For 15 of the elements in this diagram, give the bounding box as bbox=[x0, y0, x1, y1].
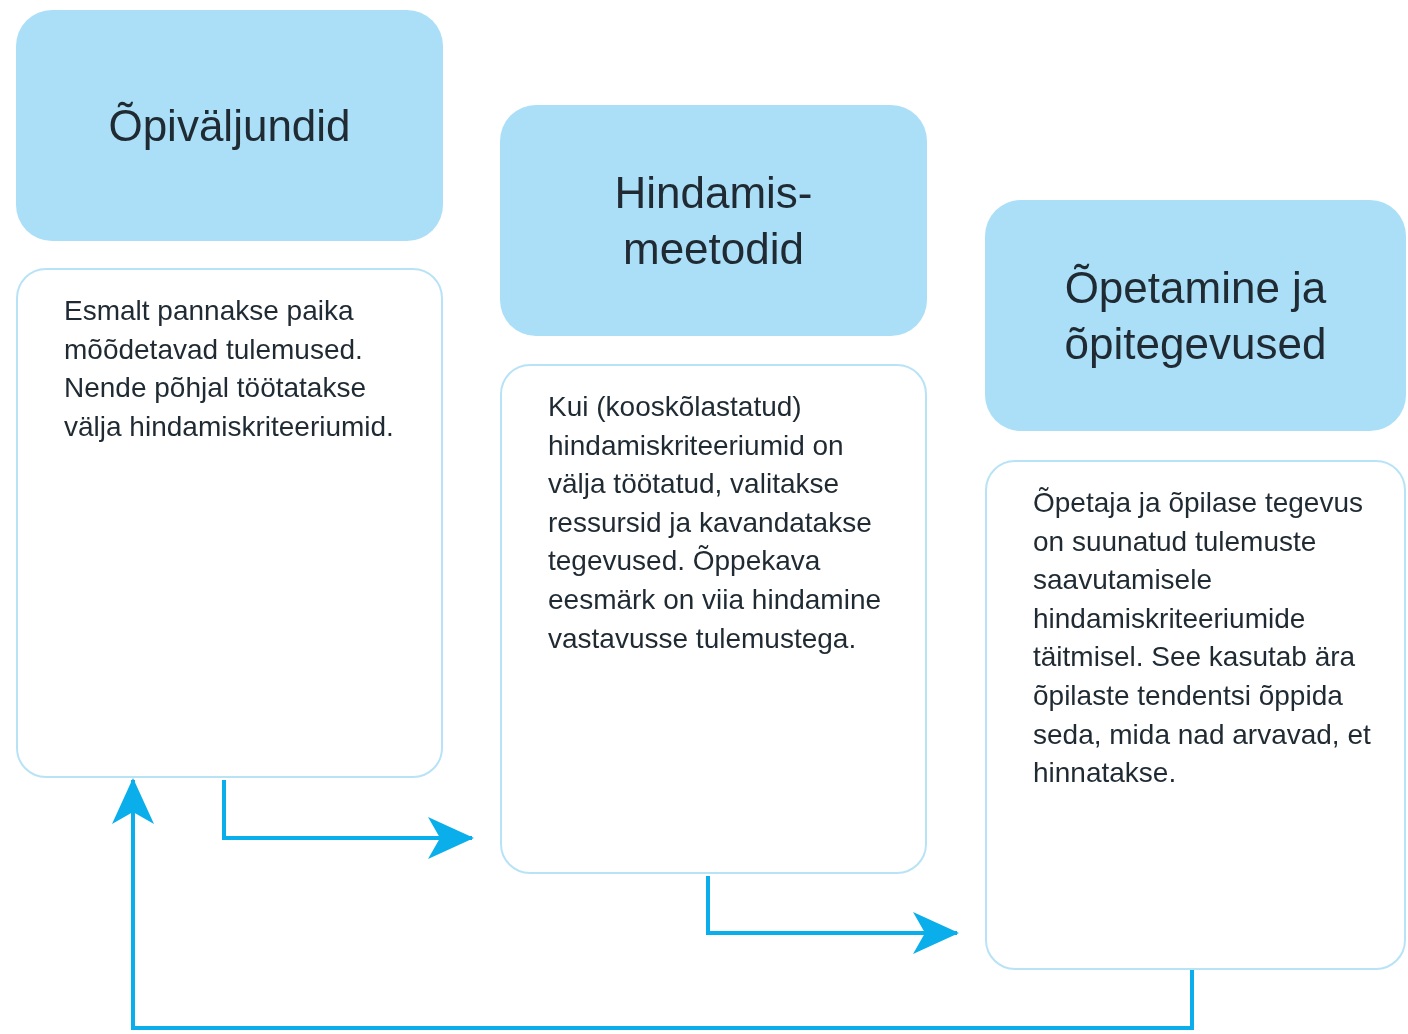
heading-box bbox=[16, 10, 443, 241]
arrow bbox=[112, 778, 1194, 1030]
heading-text: Hindamis- meetodid bbox=[613, 166, 814, 275]
description-text: Kui (kooskõlastatud) hindamiskriteeriumid on välja töötatud, valitakse ressursid ja kavandatakse tegevused. Õppekava eesmärk on viia hindamine vastavusse tulemustega. bbox=[548, 390, 883, 656]
heading-text: Õpiväljundid bbox=[108, 99, 351, 152]
arrow bbox=[706, 876, 959, 954]
heading-text: Õpetamine ja õpitegevused bbox=[1063, 261, 1328, 370]
description-text: Esmalt pannakse paika mõõdetavad tulemused. Nende põhjal töötatakse välja hindamiskriteeriumid. bbox=[64, 294, 395, 444]
heading-box bbox=[500, 105, 927, 336]
text-box bbox=[16, 268, 443, 778]
description-text: Õpetaja ja õpilase tegevus on suunatud tulemuste saavutamisele hindamiskriteeriumide täitmisel. See kasutab ära õpilaste tendentsi õppida seda, mida nad arvavad, et hinnatakse. bbox=[1033, 486, 1372, 791]
arrow bbox=[222, 780, 474, 859]
text-box bbox=[500, 364, 927, 874]
heading-box bbox=[985, 200, 1406, 431]
text-box bbox=[985, 460, 1406, 970]
